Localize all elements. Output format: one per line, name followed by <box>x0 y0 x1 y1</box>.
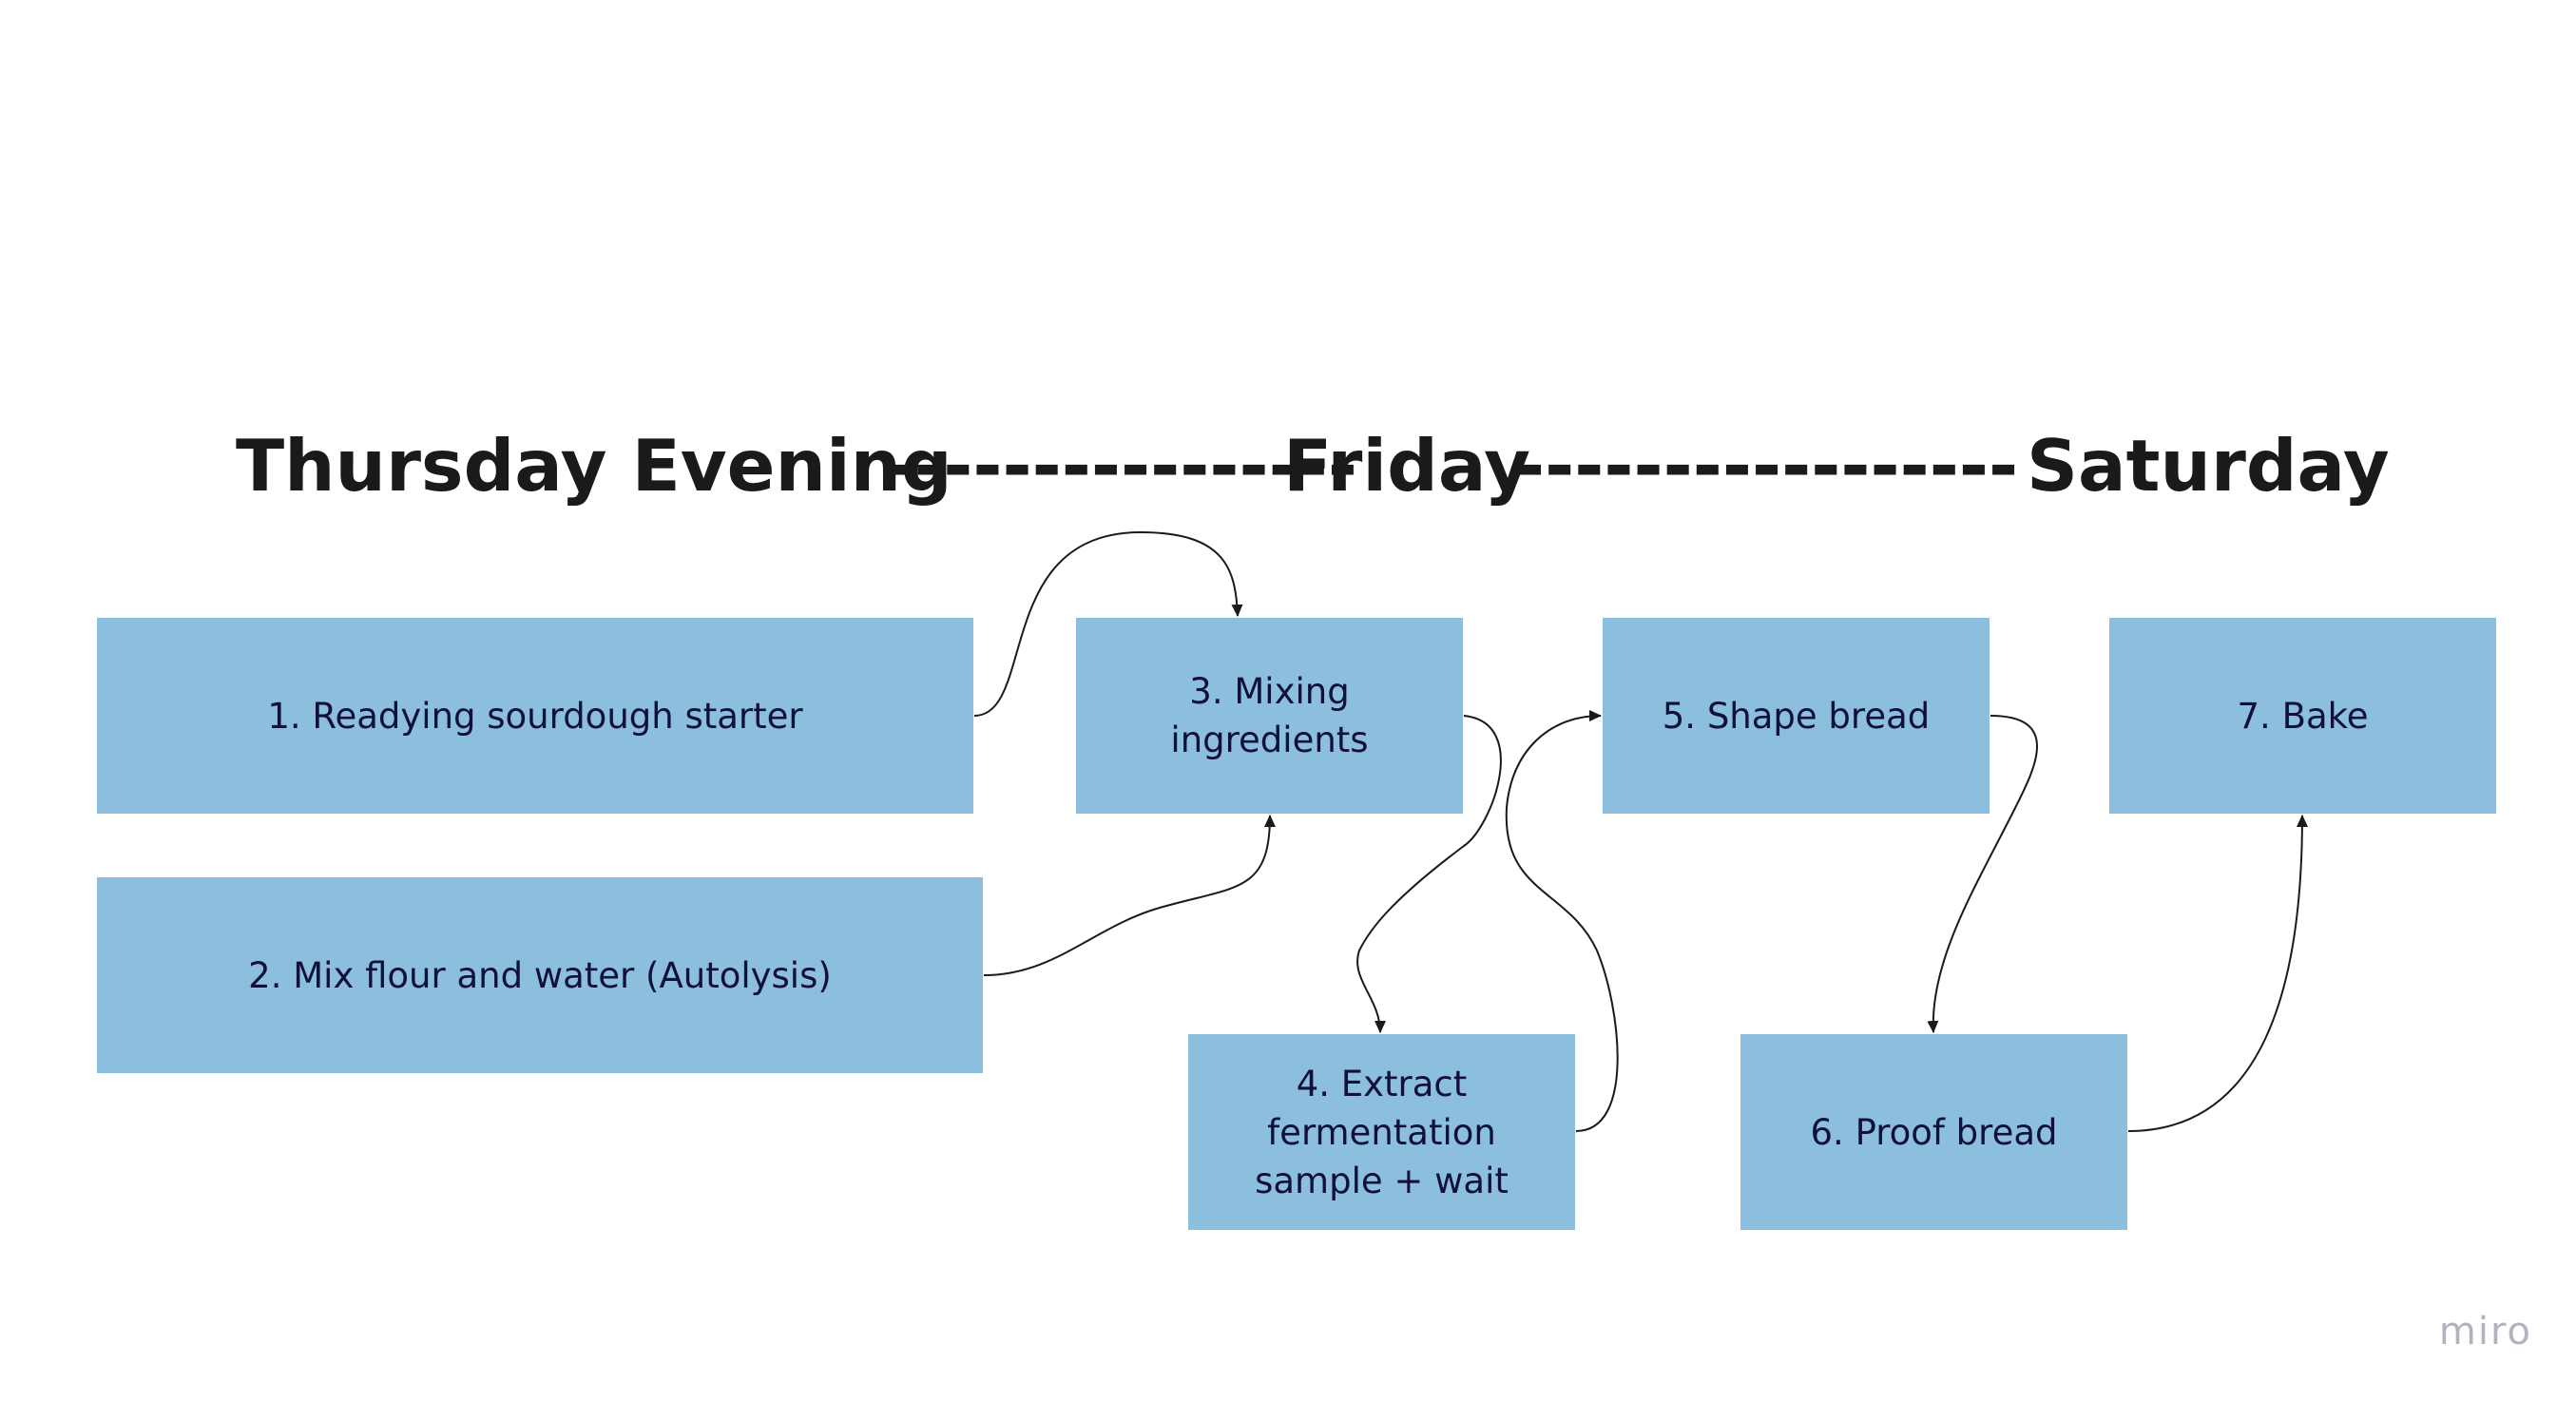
connector-4-to-5[interactable] <box>1505 710 1619 1132</box>
step-node-4[interactable]: 4. Extract fermentation sample + wait <box>1188 1034 1575 1230</box>
step-label-4: 4. Extract fermentation sample + wait <box>1255 1063 1509 1201</box>
connector-2-to-3[interactable] <box>983 815 1276 976</box>
step-label-6: 6. Proof bread <box>1810 1111 2058 1153</box>
miro-watermark-logo: miro <box>2438 1310 2532 1354</box>
step-node-2[interactable]: 2. Mix flour and water (Autolysis) <box>97 877 983 1073</box>
step-label-2: 2. Mix flour and water (Autolysis) <box>248 954 832 996</box>
timeline-dashes-right: ----------------- <box>1515 424 2019 508</box>
step-node-7[interactable]: 7. Bake <box>2109 618 2496 814</box>
heading-saturday: Saturday <box>2027 424 2390 508</box>
connector-5-to-6[interactable] <box>1927 715 2038 1033</box>
step-label-1: 1. Readying sourdough starter <box>267 695 803 737</box>
heading-thursday-evening: Thursday Evening <box>236 424 952 508</box>
step-label-3: 3. Mixing ingredients <box>1170 671 1369 760</box>
step-node-5[interactable]: 5. Shape bread <box>1603 618 1990 814</box>
step-label-5: 5. Shape bread <box>1662 695 1931 737</box>
step-node-1[interactable]: 1. Readying sourdough starter <box>97 618 973 814</box>
step-label-7: 7. Bake <box>2237 695 2369 737</box>
connector-1-to-3[interactable] <box>973 530 1243 717</box>
connector-6-to-7[interactable] <box>2127 815 2308 1132</box>
timeline-dashes-left: ---------------- <box>884 424 1358 508</box>
heading-friday: Friday <box>1283 424 1531 508</box>
step-node-6[interactable]: 6. Proof bread <box>1740 1034 2127 1230</box>
connector-3-to-4[interactable] <box>1356 715 1502 1033</box>
step-node-3[interactable]: 3. Mixing ingredients <box>1076 618 1463 814</box>
